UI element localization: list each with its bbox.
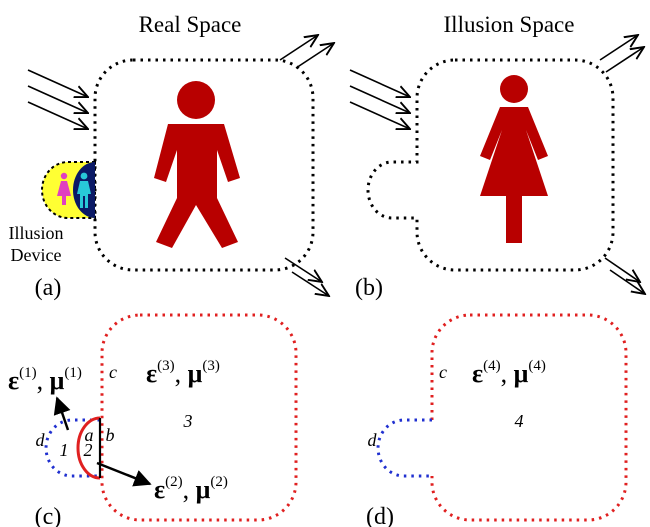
illusion-space-boundary <box>366 58 615 272</box>
illusion-device-icon <box>41 161 96 219</box>
incoming-waves-a <box>27 69 88 129</box>
eps3-label: ε(3), μ(3) <box>146 358 220 388</box>
eps1-label: ε(1), μ(1) <box>8 365 82 395</box>
region-1-pointer <box>53 396 71 431</box>
boundary-d-label: d <box>36 430 46 450</box>
region-2-label: 2 <box>84 440 93 460</box>
boundary-b-label: b <box>106 425 115 445</box>
eps4-label: ε(4), μ(4) <box>472 358 546 388</box>
incoming-waves-b <box>349 69 410 129</box>
device-label-line1: Illusion <box>8 223 63 243</box>
device-label-line2: Device <box>11 245 62 265</box>
region-2-pointer <box>96 461 152 487</box>
region-1-label: 1 <box>60 440 69 460</box>
region-3-label: 3 <box>183 411 193 431</box>
region-4-boundary-blue <box>376 418 432 478</box>
boundary-a-label: a <box>85 425 94 445</box>
panel-b-title: Illusion Space <box>444 12 575 37</box>
real-space-boundary <box>93 58 315 272</box>
panel-a-label: (a) <box>35 275 62 301</box>
outgoing-waves-b-top <box>599 35 644 73</box>
eps2-label: ε(2), μ(2) <box>154 474 228 504</box>
boundary-c-label: c <box>109 362 117 382</box>
male-small-icon <box>77 172 91 208</box>
female-small-icon <box>57 172 71 205</box>
panel-c-label: (c) <box>35 504 62 527</box>
outgoing-waves-b-bottom <box>604 257 645 294</box>
boundary-c-label-d: c <box>439 362 447 382</box>
device-interface-a <box>76 416 101 480</box>
region-3-boundary <box>100 313 298 522</box>
region-4-label: 4 <box>515 411 524 431</box>
panel-b-label: (b) <box>355 275 383 301</box>
panel-a-title: Real Space <box>139 12 242 37</box>
region-4-boundary-red <box>430 313 628 522</box>
panel-d-label: (d) <box>366 504 394 527</box>
outgoing-waves-a-top <box>279 35 334 69</box>
woman-figure-icon <box>480 75 548 243</box>
boundary-d-label-d: d <box>368 430 378 450</box>
outgoing-waves-a-bottom <box>284 257 329 296</box>
man-figure-icon <box>154 81 240 248</box>
region-4-boundary-red-upper <box>430 313 471 420</box>
